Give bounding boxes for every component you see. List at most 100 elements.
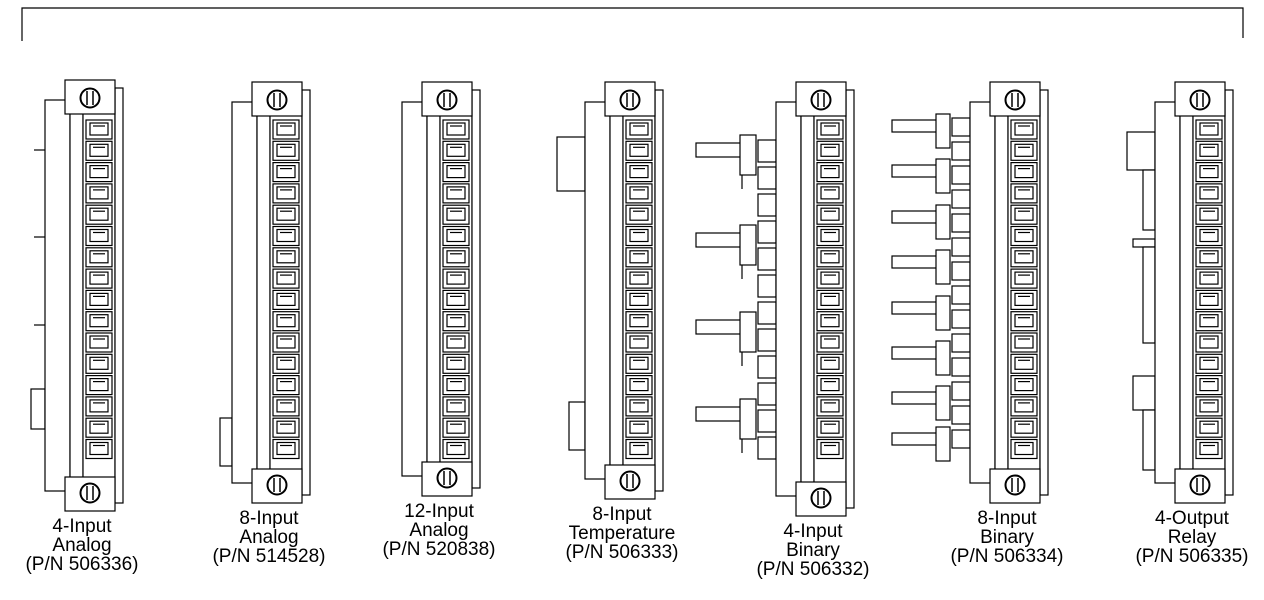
- terminal-opening: [1199, 335, 1219, 349]
- terminal-opening: [89, 271, 109, 285]
- terminal-opening: [446, 314, 466, 328]
- screw-icon: [619, 89, 641, 111]
- side-clip: [951, 189, 971, 209]
- connector-label: 4-Input Binary (P/N 506332): [733, 522, 893, 579]
- terminal-opening: [446, 207, 466, 221]
- housing-rear: [845, 89, 855, 509]
- lever-block: [739, 311, 757, 353]
- terminal-opening: [446, 122, 466, 136]
- housing-front: [609, 101, 624, 480]
- screw-icon: [1189, 474, 1211, 496]
- side-tab: [1142, 409, 1156, 471]
- side-clip: [951, 381, 971, 401]
- lever-arm: [891, 391, 939, 405]
- label-line-1: 8-Input: [239, 508, 299, 529]
- terminal-opening: [1199, 420, 1219, 434]
- screw-icon: [810, 89, 832, 111]
- terminal-opening: [629, 378, 649, 392]
- label-line-2: Analog: [409, 520, 469, 541]
- side-clip: [951, 141, 971, 161]
- terminal-opening: [89, 335, 109, 349]
- terminal-opening: [446, 228, 466, 243]
- terminal-opening: [1014, 143, 1034, 157]
- terminal-opening: [276, 335, 296, 349]
- side-clip: [757, 247, 777, 271]
- terminal-opening: [1014, 378, 1034, 392]
- terminal-block-analog12: [401, 81, 481, 497]
- label-part-number: (P/N 514528): [212, 546, 326, 567]
- terminal-opening: [276, 314, 296, 328]
- screw-head: [810, 89, 832, 111]
- lever-arm: [891, 255, 939, 269]
- lever-block: [935, 295, 951, 331]
- connector-label: 8-Input Binary (P/N 506334): [927, 509, 1087, 566]
- terminal-opening: [820, 207, 840, 221]
- screw-head: [266, 474, 288, 496]
- terminal-opening: [276, 271, 296, 285]
- terminal-block-analog8: [219, 81, 311, 504]
- side-clip: [951, 309, 971, 329]
- lever-arm: [891, 164, 939, 178]
- terminal-block-analog4: [30, 79, 124, 512]
- terminal-opening: [629, 143, 649, 157]
- terminal-opening: [1199, 292, 1219, 306]
- connector-label: 12-Input Analog (P/N 520838): [359, 502, 519, 559]
- terminal-opening: [89, 228, 109, 243]
- screw-head: [1004, 474, 1026, 496]
- terminal-opening: [276, 122, 296, 136]
- housing-front: [426, 101, 441, 477]
- terminal-opening: [276, 292, 296, 306]
- screw-head: [79, 482, 101, 504]
- screw-icon: [79, 87, 101, 109]
- housing-rear: [654, 89, 664, 492]
- screw-icon: [619, 470, 641, 492]
- terminal-opening: [276, 228, 296, 243]
- screw-head: [1004, 89, 1026, 111]
- housing-front: [800, 101, 815, 497]
- lever-block: [739, 398, 757, 440]
- screw-head: [1189, 474, 1211, 496]
- terminal-opening: [1199, 165, 1219, 179]
- label-line-1: 12-Input: [404, 501, 474, 522]
- side-tab: [1126, 131, 1156, 171]
- lever-block: [935, 385, 951, 421]
- terminal-opening: [276, 420, 296, 434]
- terminal-opening: [1014, 165, 1034, 179]
- housing-side: [401, 101, 428, 477]
- terminal-opening: [89, 165, 109, 179]
- terminal-opening: [446, 250, 466, 264]
- housing-side: [969, 101, 996, 484]
- side-tab: [1142, 246, 1156, 344]
- screw-icon: [810, 487, 832, 509]
- terminal-opening: [1014, 335, 1034, 349]
- label-part-number: (P/N 506336): [25, 554, 139, 575]
- screw-head: [436, 89, 458, 111]
- side-tab: [1132, 375, 1156, 411]
- side-clip: [757, 409, 777, 433]
- side-tab: [1132, 238, 1156, 248]
- label-line-1: 8-Input: [592, 504, 652, 525]
- side-clip: [951, 165, 971, 185]
- terminal-opening: [629, 271, 649, 285]
- label-line-1: 4-Input: [783, 521, 843, 542]
- terminal-opening: [89, 143, 109, 157]
- side-clip: [757, 274, 777, 298]
- terminal-opening: [820, 335, 840, 349]
- terminal-opening: [1014, 314, 1034, 328]
- terminal-opening: [1199, 399, 1219, 413]
- housing-front: [69, 99, 84, 492]
- label-line-1: 4-Output: [1155, 508, 1229, 529]
- screw-icon: [79, 482, 101, 504]
- terminal-opening: [629, 314, 649, 328]
- side-clip: [951, 117, 971, 137]
- terminal-opening: [820, 271, 840, 285]
- housing-rear: [114, 87, 124, 504]
- side-clip: [757, 166, 777, 190]
- terminal-block-binary4: [695, 81, 855, 517]
- terminal-opening: [1199, 441, 1219, 456]
- terminal-opening: [1014, 271, 1034, 285]
- lever-arm: [891, 210, 939, 224]
- terminal-opening: [446, 292, 466, 306]
- terminal-opening: [1199, 186, 1219, 200]
- side-clip: [757, 355, 777, 379]
